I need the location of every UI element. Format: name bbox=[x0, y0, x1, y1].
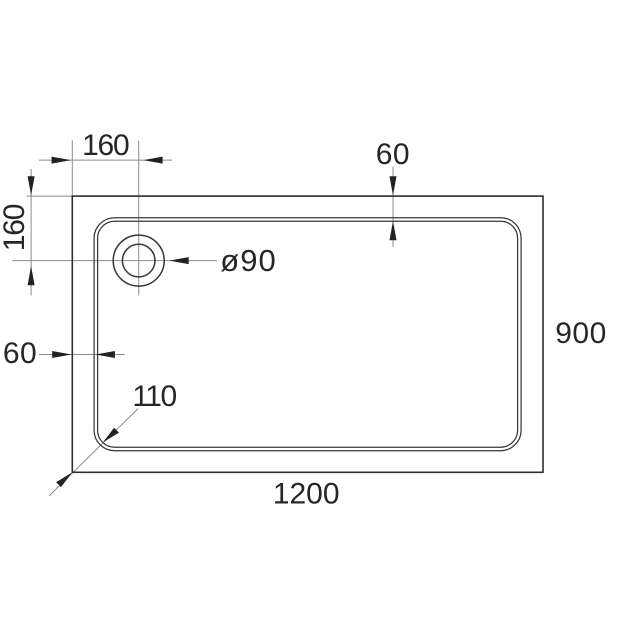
svg-text:60: 60 bbox=[3, 337, 37, 370]
svg-text:110: 110 bbox=[132, 380, 176, 413]
svg-text:1200: 1200 bbox=[273, 477, 340, 510]
svg-text:ø90: ø90 bbox=[220, 243, 276, 278]
svg-text:160: 160 bbox=[82, 129, 129, 162]
svg-text:160: 160 bbox=[0, 204, 31, 251]
svg-text:60: 60 bbox=[376, 138, 410, 171]
svg-text:900: 900 bbox=[555, 317, 607, 350]
